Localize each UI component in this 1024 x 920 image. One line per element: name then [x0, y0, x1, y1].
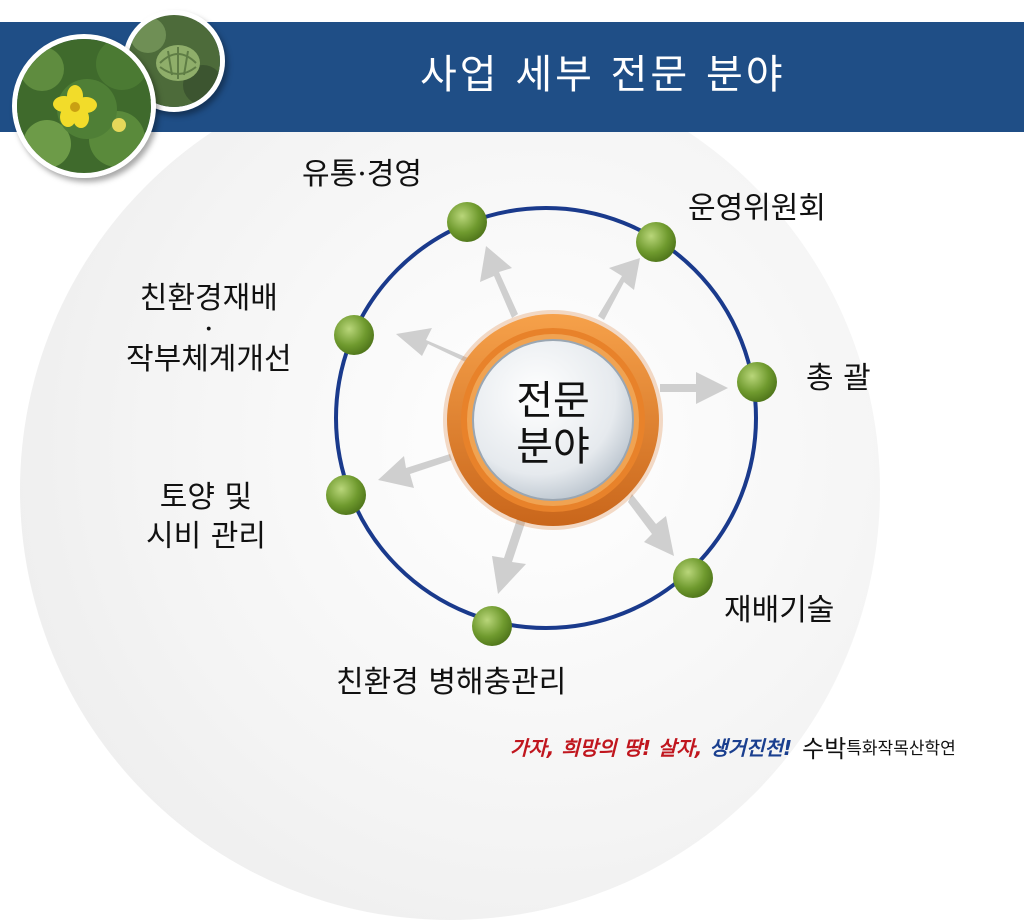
center-node	[443, 310, 663, 530]
node-soil	[326, 475, 366, 515]
label-soil: 토양 및 시비 관리	[146, 480, 266, 554]
label-pest: 친환경 병해충관리	[336, 665, 567, 700]
node-logistics	[447, 202, 487, 242]
ring-nodes	[326, 202, 777, 646]
label-general: 총 괄	[806, 361, 871, 396]
center-label: 전문 분야	[478, 378, 628, 470]
slide-title: 사업 세부 전문 분야	[420, 52, 786, 98]
node-general	[737, 362, 777, 402]
arrow-right	[660, 372, 728, 404]
arrow-down	[492, 516, 526, 594]
arrow-up-left	[480, 246, 518, 318]
org-name-small: 특화작목산학연	[846, 738, 956, 759]
node-cultivation-system	[334, 315, 374, 355]
center-label-line1: 전문	[516, 378, 590, 424]
label-technique: 재배기술	[724, 593, 835, 628]
label-logistics: 유통·경영	[302, 157, 422, 192]
arrow-lower-right	[628, 494, 674, 556]
node-technique	[673, 558, 713, 598]
diagram-canvas	[326, 202, 777, 646]
slogan: 가자, 희망의 땅! 살자, 생거진천!	[510, 732, 792, 761]
slogan-part2: 생거진천!	[709, 735, 793, 760]
arrow-up-right	[598, 258, 640, 320]
outer-ring	[334, 206, 758, 630]
node-committee	[636, 222, 676, 262]
org-name-big: 수박	[802, 734, 847, 763]
slogan-part1: 가자, 희망의 땅! 살자,	[510, 735, 710, 760]
arrow-left	[396, 328, 470, 364]
label-cultivation-system: 친환경재배 · 작부체계개선	[126, 281, 292, 378]
node-pest	[472, 606, 512, 646]
radial-arrows	[378, 246, 728, 594]
arrow-lower-left	[378, 454, 452, 488]
label-committee: 운영위원회	[688, 191, 826, 226]
center-label-line2: 분야	[516, 424, 590, 470]
